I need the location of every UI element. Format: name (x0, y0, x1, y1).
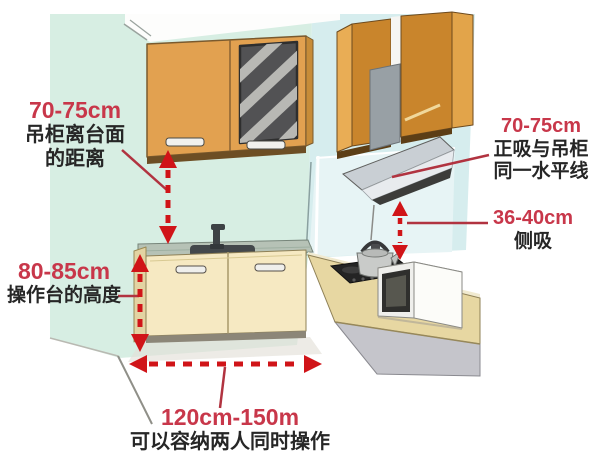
faucet (210, 224, 225, 249)
annotation-worktop-height: 80-85cm 操作台的高度 (0, 258, 128, 308)
floor-lines (49, 337, 322, 425)
measure-arrow-worktop-height (131, 254, 149, 352)
dim-label-front-hood-2: 同一水平线 (493, 161, 589, 182)
dim-label-side-hood: 侧吸 (513, 230, 552, 252)
ceiling (123, 14, 340, 42)
dim-label-cabinet-gap-2: 的距离 (45, 147, 105, 170)
base-cabinet (133, 246, 307, 343)
dim-value-front-hood: 70-75cm (500, 115, 582, 137)
plinth-shadow (146, 331, 306, 343)
annotation-aisle-width: 120cm-150m 可以容纳两人同时操作 (104, 404, 356, 455)
measurements (118, 149, 490, 409)
microwave (377, 261, 463, 330)
pointer-line-front-hood (391, 153, 490, 179)
dim-label-front-hood-1: 正吸与吊柜 (493, 138, 589, 160)
hood-flue (369, 63, 401, 151)
cabinet-handle (254, 263, 286, 272)
cabinet-handle (246, 140, 286, 150)
range-hood (342, 63, 455, 241)
hood-cord (370, 204, 375, 241)
glass-door (238, 40, 299, 145)
dim-label-aisle-width: 可以容纳两人同时操作 (130, 431, 330, 454)
cabinet-handle (165, 137, 205, 147)
dim-value-cabinet-gap: 70-75cm (28, 97, 122, 123)
measure-arrow-aisle-width (129, 355, 322, 373)
dim-value-worktop-height: 80-85cm (17, 258, 111, 284)
dim-value-aisle-width: 120cm-150m (160, 404, 300, 430)
pointer-line-cabinet-gap (121, 149, 169, 192)
pointer-line-aisle-width (218, 366, 227, 409)
annotation-cabinet-gap: 70-75cm 吊柜离台面 的距离 (14, 97, 136, 171)
cabinet-handle (175, 265, 207, 274)
dim-label-worktop-height: 操作台的高度 (6, 285, 121, 307)
annotation-front-hood: 70-75cm 正吸与吊柜 同一水平线 (484, 115, 598, 183)
annotation-side-hood: 36-40cm 侧吸 (481, 207, 585, 253)
cabinet-underside (147, 146, 306, 164)
cabinet-floor-shadow (128, 337, 322, 362)
kettle-handle (360, 240, 390, 254)
measure-arrow-cabinet-gap (159, 150, 177, 244)
dim-value-side-hood: 36-40cm (492, 207, 574, 229)
measure-arrow-side-hood (392, 201, 408, 260)
dim-label-cabinet-gap-1: 吊柜离台面 (25, 124, 125, 147)
wall-cabinet-left (146, 35, 314, 164)
